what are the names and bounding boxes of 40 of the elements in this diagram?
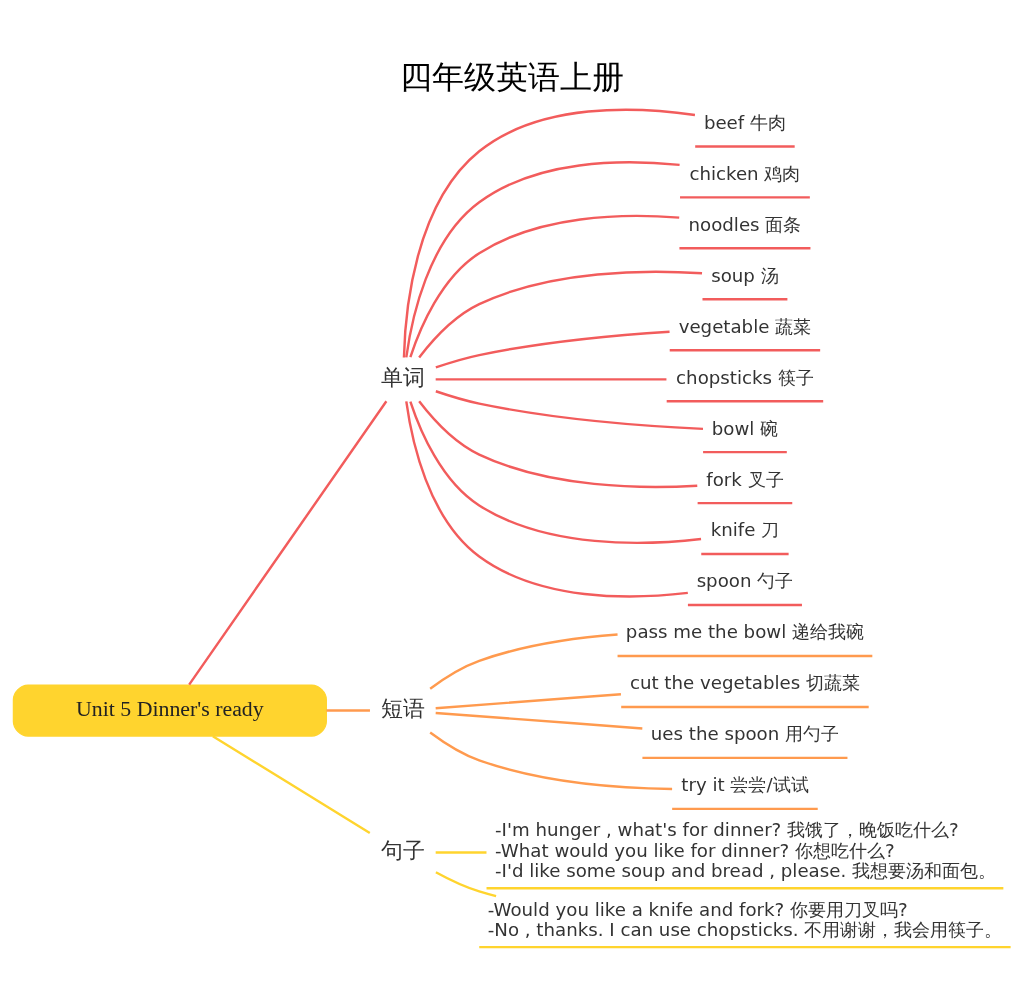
connector bbox=[402, 108, 696, 358]
node-text: chopsticks 筷子 bbox=[676, 366, 814, 388]
connector bbox=[429, 632, 618, 690]
node-text: 句子 bbox=[380, 837, 425, 863]
connector bbox=[212, 734, 371, 834]
node-text: fork 叉子 bbox=[706, 468, 784, 490]
node-text: chicken 鸡肉 bbox=[689, 162, 801, 184]
connector bbox=[435, 389, 704, 430]
node-text: beef 牛肉 bbox=[703, 111, 786, 133]
node-text: pass me the bowl 递给我碗 bbox=[625, 620, 864, 642]
connector bbox=[405, 400, 688, 598]
diagram-title: 四年级英语上册 bbox=[400, 58, 624, 95]
node-text: noodles 面条 bbox=[688, 213, 802, 235]
node-text: soup 汤 bbox=[711, 264, 779, 286]
connector bbox=[418, 400, 698, 488]
connector bbox=[409, 400, 702, 544]
node-box: Unit 5 Dinner's ready bbox=[12, 684, 327, 737]
node-text: ues the spoon 用勺子 bbox=[650, 722, 840, 744]
connector bbox=[188, 400, 388, 685]
connector bbox=[418, 270, 703, 358]
node-text: bowl 碗 bbox=[711, 417, 779, 439]
node-text: 单词 bbox=[380, 364, 425, 390]
node-text: 短语 bbox=[380, 695, 425, 721]
connector bbox=[435, 850, 487, 854]
connector bbox=[435, 870, 497, 897]
connector bbox=[435, 377, 667, 381]
node-text: spoon 勺子 bbox=[696, 569, 794, 591]
node-text: -I'm hunger , what's for dinner? 我饿了，晚饭吃什么? -What would you like for dinner? 你想吃什么? -I'd like some soup and bread , please. 我想要汤和面包。 bbox=[495, 818, 996, 881]
connector bbox=[405, 160, 680, 357]
connector bbox=[435, 692, 622, 709]
node-text: -Would you like a knife and fork? 你要用刀叉吗? -No , thanks. I can use chopsticks. 不用谢谢，我会用筷子。 bbox=[487, 898, 1003, 940]
connector bbox=[409, 214, 680, 358]
connector bbox=[429, 730, 673, 790]
connector bbox=[435, 329, 670, 369]
node-text: try it 尝尝/试试 bbox=[681, 773, 809, 795]
node-text: cut the vegetables 切蔬菜 bbox=[629, 671, 860, 693]
node-text: vegetable 蔬菜 bbox=[678, 315, 812, 337]
connector bbox=[326, 708, 370, 712]
connector bbox=[435, 711, 643, 730]
node-text: knife 刀 bbox=[710, 518, 780, 540]
